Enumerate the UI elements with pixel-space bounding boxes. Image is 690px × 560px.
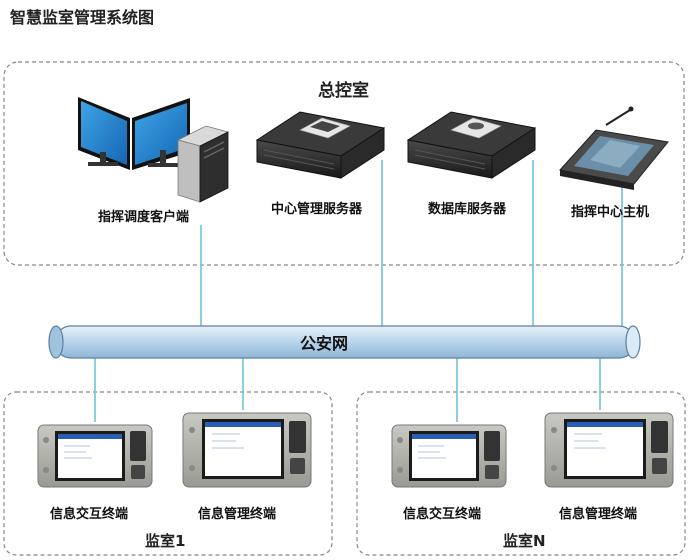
network-bus [48, 325, 641, 359]
mgmt-server-icon [255, 111, 386, 179]
cell1-management-terminal-label: 信息管理终端 [198, 507, 277, 522]
cell-1-boundary [3, 391, 333, 556]
cell-n-label: 监室N [503, 532, 546, 550]
db-server-label: 数据库服务器 [428, 202, 507, 217]
cell1-interactive-terminal-icon [37, 424, 153, 488]
db-server-icon [406, 111, 537, 179]
dispatch-client-label: 指挥调度客户端 [98, 210, 190, 225]
diagram-title: 智慧监室管理系统图 [10, 8, 155, 27]
command-host-label: 指挥中心主机 [571, 205, 650, 220]
celln-management-terminal-label: 信息管理终端 [559, 507, 638, 522]
cell-n-boundary [356, 391, 686, 556]
cell1-interactive-terminal-label: 信息交互终端 [50, 507, 129, 522]
celln-management-terminal-icon [544, 412, 674, 488]
control-room-boundary [3, 61, 685, 266]
dispatch-client-icon [78, 97, 230, 203]
control-room-label: 总控室 [318, 81, 369, 101]
celln-interactive-terminal-label: 信息交互终端 [403, 507, 482, 522]
network-label: 公安网 [300, 334, 349, 353]
cell-1-label: 监室1 [145, 532, 186, 550]
network-links [94, 160, 623, 422]
command-host-icon [559, 106, 669, 190]
mgmt-server-label: 中心管理服务器 [271, 202, 363, 217]
celln-interactive-terminal-icon [391, 424, 507, 488]
cell1-management-terminal-icon [182, 412, 312, 488]
